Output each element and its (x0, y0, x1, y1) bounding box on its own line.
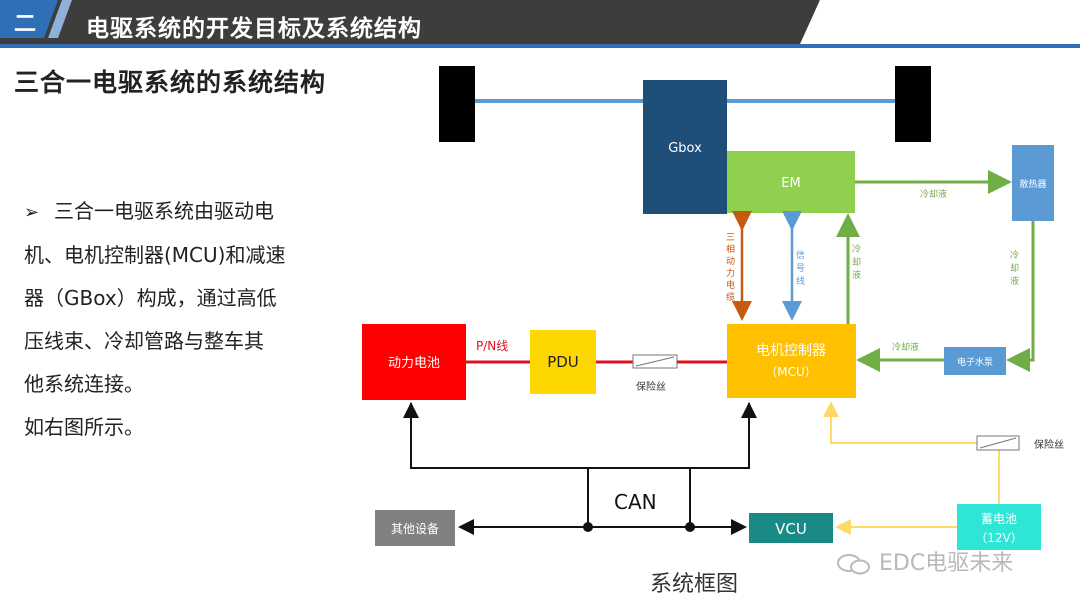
battery-label: 动力电池 (388, 356, 440, 371)
coolant-right-3: 液 (1010, 275, 1019, 287)
em-label: EM (781, 176, 800, 191)
lv-aux-mcu (823, 401, 1000, 504)
subtitle: 三合一电驱系统的系统结构 (14, 68, 327, 97)
coolant-radiator-pump (1006, 221, 1035, 372)
fuse-1-stroke (635, 356, 675, 367)
aux-label-1: 蓄电池 (981, 512, 1017, 526)
vcu-block (749, 513, 833, 543)
battery-block (362, 324, 466, 400)
desc-line-1: 三合一电驱系统由驱动电 (54, 199, 274, 223)
gbox-block (643, 80, 727, 214)
wechat-icon (837, 554, 870, 575)
three-phase-2: 相 (726, 243, 735, 255)
banner-shape (0, 0, 1080, 48)
three-phase-6: 缆 (726, 291, 735, 303)
left-wheel (439, 66, 475, 142)
mcu-block (727, 324, 856, 398)
can-node-1 (583, 522, 593, 532)
other-label: 其他设备 (391, 522, 439, 536)
pn-label: P/N线 (476, 339, 508, 353)
mcu-label-1: 电机控制器 (756, 343, 826, 359)
desc-line-2: 机、电机控制器(MCU)和减速 (24, 243, 286, 267)
right-wheel (895, 66, 931, 142)
page-title: 电驱系统的开发目标及系统结构 (86, 16, 422, 42)
coolant-up-2: 却 (852, 257, 861, 268)
watermark: EDC电驱未来 (836, 545, 1013, 577)
three-phase-4: 力 (726, 267, 735, 279)
em-block (727, 151, 855, 213)
signal-2: 号 (796, 263, 805, 274)
pump-label: 电子水泵 (957, 356, 993, 368)
coolant-right-2: 却 (1010, 263, 1019, 274)
three-phase-3: 动 (726, 256, 735, 267)
desc-line-3: 器（GBox）构成，通过高低 (24, 286, 277, 310)
coolant-up-3: 液 (852, 269, 861, 281)
can-label: CAN (614, 490, 657, 514)
signal-1: 信 (796, 249, 805, 261)
coolant-up-1: 冷 (852, 243, 861, 255)
watermark-text: EDC电驱未来 (879, 551, 1014, 576)
aux-battery-block (957, 504, 1041, 550)
description: ➢ 三合一电驱系统由驱动电 机、电机控制器(MCU)和减速 器（GBox）构成，通… (24, 190, 354, 449)
section-number: 二 (14, 12, 37, 37)
fuse-1-label: 保险丝 (636, 380, 666, 393)
coolant-right-1: 冷 (1010, 249, 1019, 261)
vcu-label: VCU (775, 520, 807, 538)
diagram-caption: 系统框图 (650, 572, 738, 597)
mcu-label-2: （MCU） (765, 365, 817, 379)
can-node-2 (685, 522, 695, 532)
fuse-2-stroke (979, 437, 1017, 449)
desc-tail: 如右图所示。 (24, 415, 144, 439)
radiator-block (1012, 145, 1054, 221)
fuse-2-label: 保险丝 (1034, 438, 1064, 451)
pdu-label: PDU (547, 353, 579, 371)
other-block (375, 510, 455, 546)
gbox-label: Gbox (668, 141, 702, 156)
pump-block (944, 347, 1006, 375)
header-banner: 二 电驱系统的开发目标及系统结构 (0, 0, 1080, 48)
coolant-label-mid: 冷却液 (892, 341, 919, 353)
coolant-label-top: 冷却液 (920, 188, 947, 200)
three-phase-5: 电 (726, 279, 735, 291)
desc-line-5: 他系统连接。 (24, 372, 144, 396)
desc-line-4: 压线束、冷却管路与整车其 (24, 329, 264, 353)
bullet-icon: ➢ (24, 202, 40, 223)
aux-label-2: （12V） (975, 531, 1022, 545)
radiator-label: 散热器 (1019, 178, 1046, 190)
can-bus-top (410, 403, 750, 469)
pdu-block (530, 330, 596, 394)
signal-3: 线 (796, 275, 805, 287)
three-phase-1: 三 (726, 233, 735, 243)
